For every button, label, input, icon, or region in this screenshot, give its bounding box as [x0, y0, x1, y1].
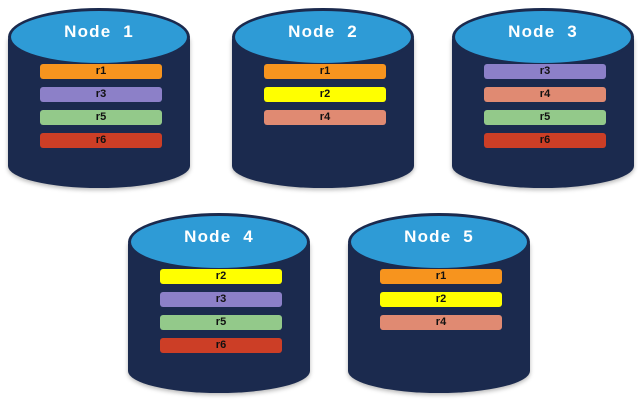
replica-row-r1[interactable]: r1 [264, 64, 386, 79]
database-node-3[interactable]: Node 3 r3 r4 r5 r6 [452, 8, 634, 188]
replica-row-r6[interactable]: r6 [40, 133, 162, 148]
node-row-list: r1 r2 r4 [264, 64, 386, 125]
replica-row-r6[interactable]: r6 [484, 133, 606, 148]
node-title: Node 3 [508, 22, 578, 41]
node-title: Node 2 [288, 22, 358, 41]
cylinder-top-ellipse [8, 8, 190, 66]
replica-row-r3[interactable]: r3 [484, 64, 606, 79]
node-row-list: r1 r3 r5 r6 [40, 64, 162, 148]
database-node-2[interactable]: Node 2 r1 r2 r4 [232, 8, 414, 188]
node-title: Node 4 [184, 227, 254, 246]
database-node-4[interactable]: Node 4 r2 r3 r5 r6 [128, 213, 310, 393]
replica-row-r3[interactable]: r3 [160, 292, 282, 307]
replica-row-r4[interactable]: r4 [380, 315, 502, 330]
cylinder-top-ellipse [348, 213, 530, 271]
replica-row-r5[interactable]: r5 [484, 110, 606, 125]
node-title: Node 5 [404, 227, 474, 246]
replica-row-r1[interactable]: r1 [380, 269, 502, 284]
cylinder-top-ellipse [232, 8, 414, 66]
replica-row-r2[interactable]: r2 [160, 269, 282, 284]
node-row-list: r1 r2 r4 [380, 269, 502, 330]
replica-row-r4[interactable]: r4 [484, 87, 606, 102]
replica-row-r1[interactable]: r1 [40, 64, 162, 79]
node-row-list: r3 r4 r5 r6 [484, 64, 606, 148]
replica-row-r4[interactable]: r4 [264, 110, 386, 125]
replica-row-r5[interactable]: r5 [40, 110, 162, 125]
replica-row-r5[interactable]: r5 [160, 315, 282, 330]
node-row-list: r2 r3 r5 r6 [160, 269, 282, 353]
replica-row-r2[interactable]: r2 [380, 292, 502, 307]
replica-row-r6[interactable]: r6 [160, 338, 282, 353]
replica-row-r3[interactable]: r3 [40, 87, 162, 102]
replica-row-r2[interactable]: r2 [264, 87, 386, 102]
database-node-5[interactable]: Node 5 r1 r2 r4 [348, 213, 530, 393]
database-node-1[interactable]: Node 1 r1 r3 r5 r6 [8, 8, 190, 188]
node-title: Node 1 [64, 22, 134, 41]
